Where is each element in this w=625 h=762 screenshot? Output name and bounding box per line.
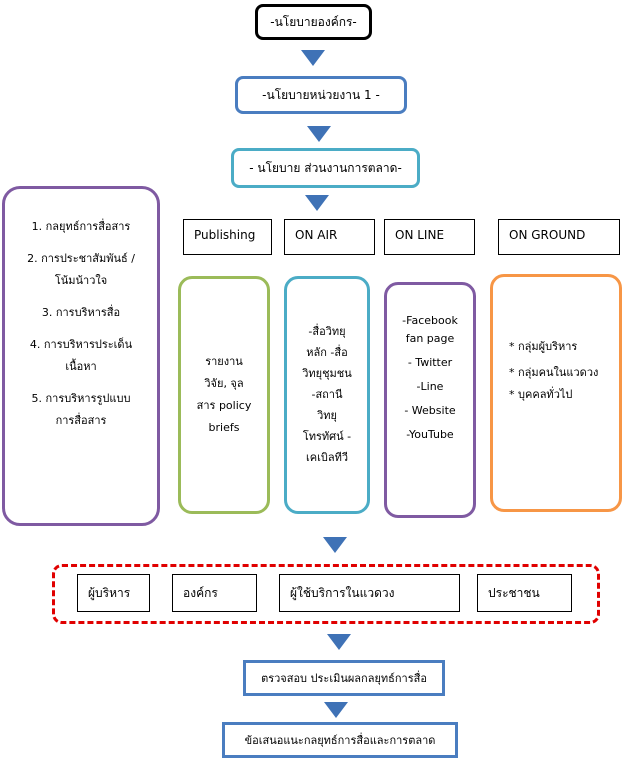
channel-item: -สื่อวิทยุ (308, 325, 346, 339)
publishing-box: รายงาน วิจัย, จุล สาร policy briefs (178, 276, 270, 514)
unit-policy-label: -นโยบายหน่วยงาน 1 - (262, 87, 380, 102)
channel-label-on-air: ON AIR (284, 219, 375, 255)
strategy-item: การสื่อสาร (55, 413, 107, 427)
channel-item: * กลุ่มผู้บริหาร (509, 340, 578, 353)
audience-public: ประชาชน (477, 574, 572, 612)
on-line-box: -Facebook fan page - Twitter -Line - Web… (384, 282, 476, 518)
channel-item: โทรทัศน์ - (302, 429, 352, 443)
channel-item: วิทยุชุมชน (302, 367, 352, 381)
channel-item: * บุคคลทั่วไป (509, 387, 573, 401)
on-air-box: -สื่อวิทยุ หลัก -สื่อ วิทยุชุมชน -สถานี … (284, 276, 370, 514)
channel-item: -สถานี (311, 388, 343, 402)
channel-item: วิจัย, จุล (204, 377, 244, 391)
channel-item: วิทยุ (317, 408, 337, 422)
channel-item: -YouTube (406, 427, 454, 441)
channel-label-on-line: ON LINE (384, 219, 475, 255)
arrow-down-icon (323, 537, 347, 553)
channel-item: briefs (208, 420, 240, 434)
audience-organization: องค์กร (172, 574, 257, 612)
arrow-down-icon (324, 702, 348, 718)
channel-item: - Twitter (407, 355, 453, 369)
strategy-item: 1. กลยุทธ์การสื่อสาร (31, 220, 131, 233)
channel-item: -Facebook (402, 314, 458, 327)
unit-policy-box: -นโยบายหน่วยงาน 1 - (235, 76, 407, 114)
recommendation-box: ข้อเสนอแนะกลยุทธ์การสื่อและการตลาด (222, 722, 458, 758)
marketing-policy-label: - นโยบาย ส่วนงานการตลาด- (249, 160, 402, 175)
channel-item: -Line (416, 379, 444, 393)
strategy-item: เนื้อหา (65, 359, 97, 373)
channel-item: * กลุ่มคนในแวดวง (509, 365, 599, 379)
strategy-item: โน้มน้าวใจ (54, 273, 108, 287)
on-ground-box: * กลุ่มผู้บริหาร * กลุ่มคนในแวดวง * บุคค… (490, 274, 622, 512)
strategy-box: 1. กลยุทธ์การสื่อสาร 2. การประชาสัมพันธ์… (2, 186, 160, 526)
audience-container (52, 564, 600, 624)
channel-item: สาร policy (196, 399, 252, 412)
org-policy-box: -นโยบายองค์กร- (255, 4, 372, 40)
channel-label-on-ground: ON GROUND (498, 219, 620, 255)
channel-item: - Website (404, 403, 456, 417)
org-policy-label: -นโยบายองค์กร- (270, 14, 357, 29)
arrow-down-icon (327, 634, 351, 650)
strategy-item: 3. การบริหารสื่อ (41, 305, 121, 319)
arrow-down-icon (301, 50, 325, 66)
strategy-item: 4. การบริหารประเด็น (29, 337, 133, 351)
channel-label-publishing: Publishing (183, 219, 272, 255)
evaluation-box: ตรวจสอบ ประเมินผลกลยุทธ์การสื่อ (243, 660, 445, 696)
audience-executives: ผู้บริหาร (77, 574, 150, 612)
strategy-item: 2. การประชาสัมพันธ์ / (27, 251, 135, 265)
arrow-down-icon (307, 126, 331, 142)
channel-item: หลัก -สื่อ (306, 346, 348, 360)
marketing-policy-box: - นโยบาย ส่วนงานการตลาด- (231, 148, 420, 188)
strategy-item: 5. การบริหารรูปแบบ (31, 391, 131, 405)
channel-item: เคเบิลทีวี (305, 450, 349, 464)
channel-item: รายงาน (205, 355, 243, 369)
arrow-down-icon (305, 195, 329, 211)
channel-item: fan page (405, 331, 455, 345)
audience-service-users: ผู้ใช้บริการในแวดวง (279, 574, 460, 612)
